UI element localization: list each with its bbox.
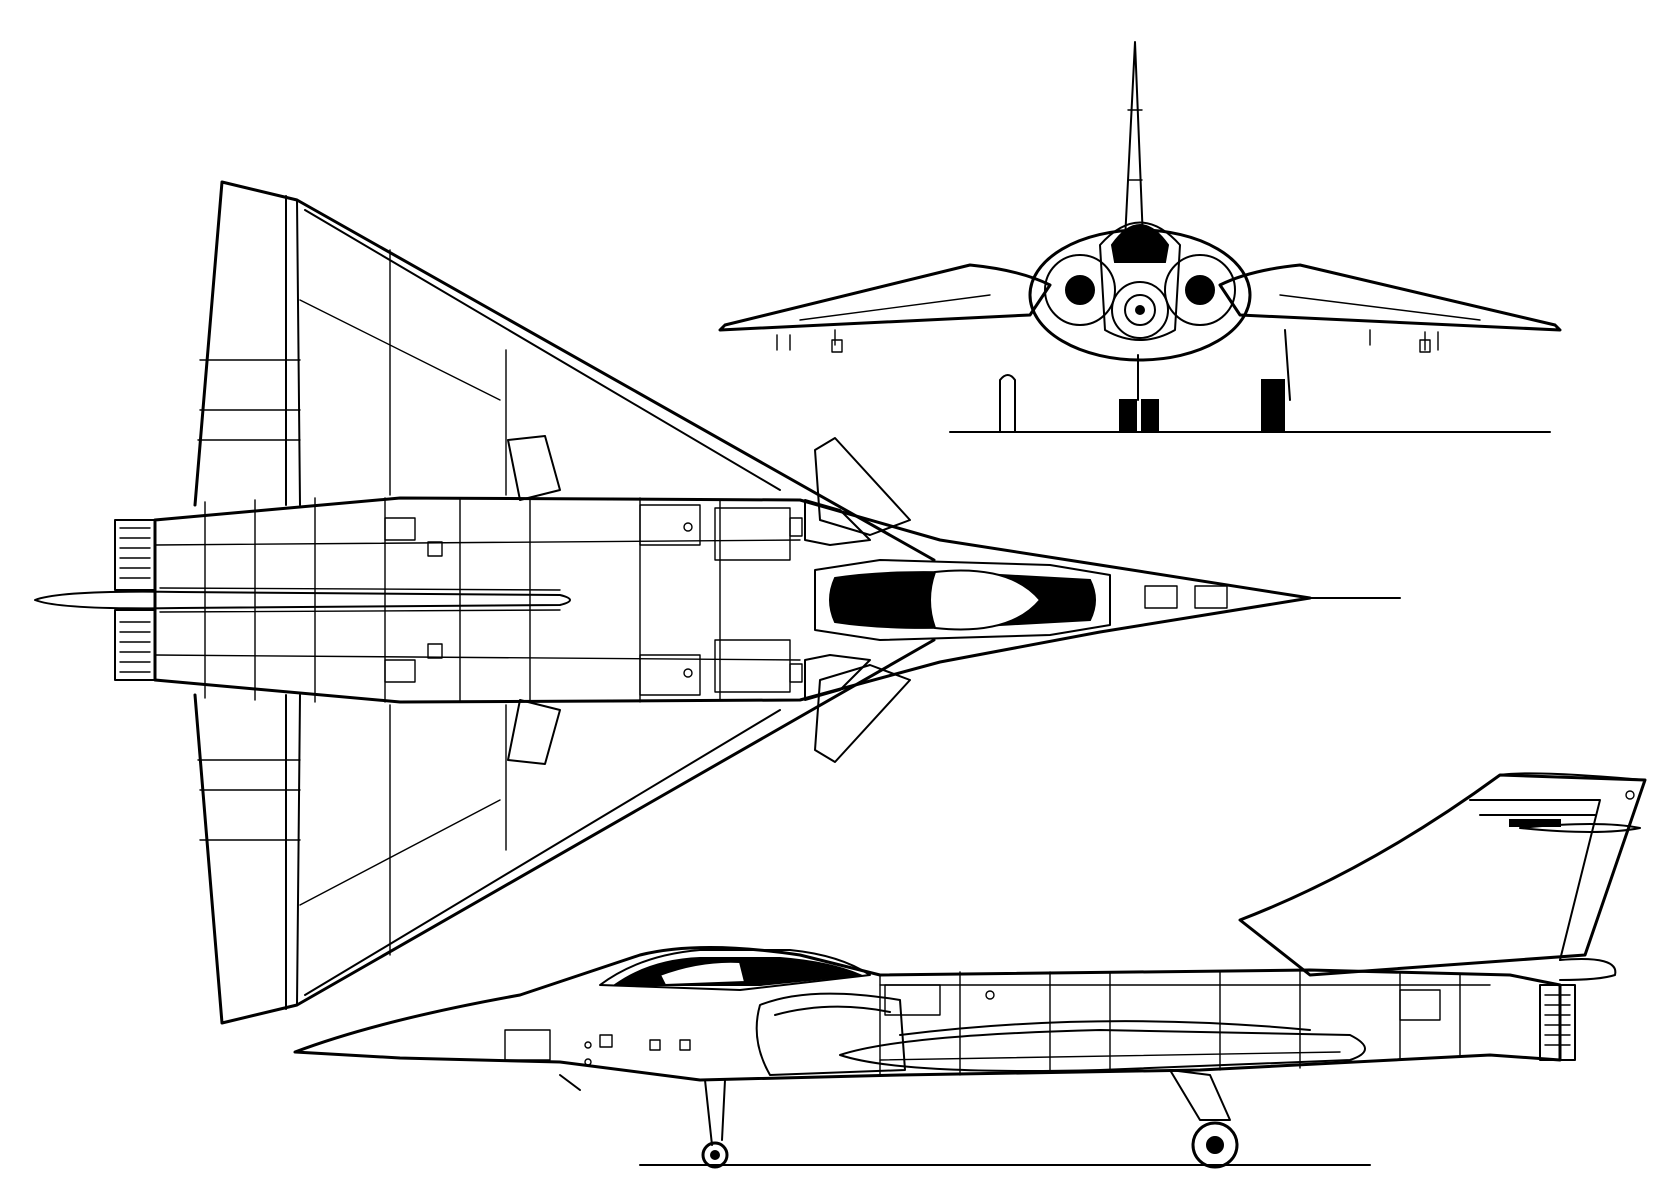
- plan-fuselage: [34, 496, 1312, 704]
- side-main-gear: [1169, 1069, 1239, 1169]
- plan-canards: [814, 437, 911, 763]
- side-nose-gear: [701, 1079, 729, 1169]
- side-fuselage: [293, 946, 1617, 1091]
- side-view: [293, 772, 1647, 1169]
- plan-lower-wing: [193, 638, 936, 1025]
- side-canopy: [599, 949, 871, 991]
- front-view: [718, 41, 1562, 433]
- front-landing-gear: [999, 329, 1291, 433]
- plan-upper-wing: [193, 180, 936, 562]
- plan-view: [34, 180, 1401, 1025]
- front-fin: [1124, 41, 1144, 241]
- plan-canopy: [814, 559, 1228, 641]
- side-fin: [1238, 772, 1647, 977]
- front-fuselage: [1028, 221, 1252, 362]
- front-wings: [718, 263, 1562, 353]
